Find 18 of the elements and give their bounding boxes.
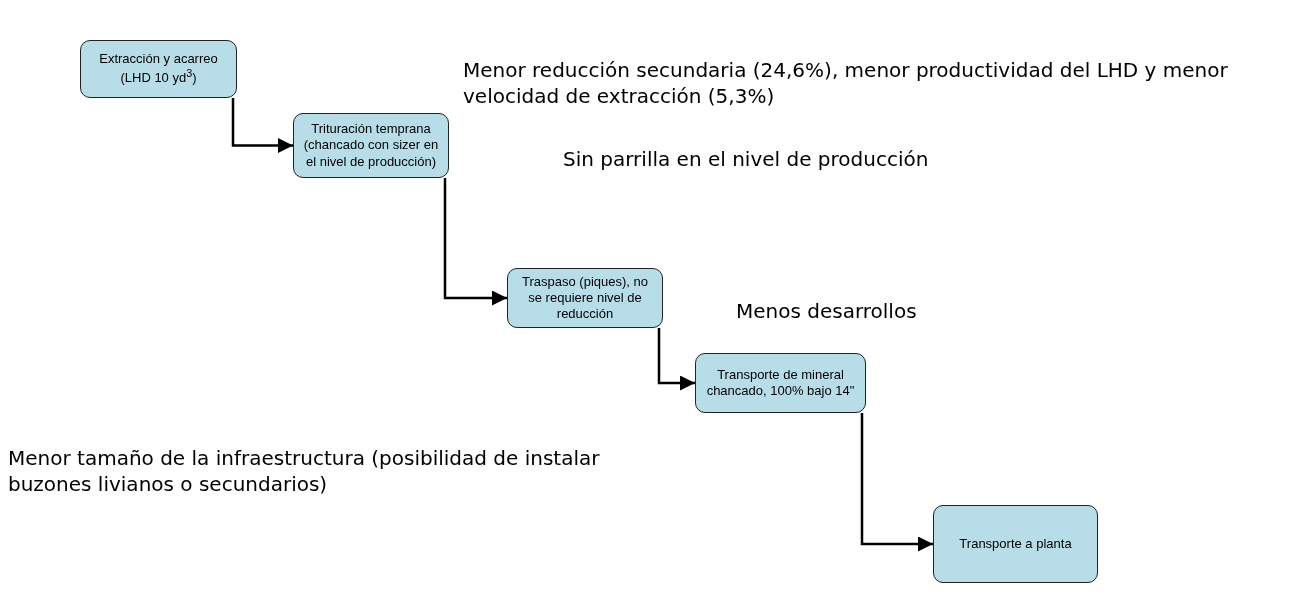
process-box (293, 113, 449, 178)
box-text: Extracción y acarreo (LHD 10 yd$^{3}$) (98, 51, 219, 87)
note-text: Menor reducción secundaria (24,6%), menor productividad del LHD y menor velocidad de extracción (5,3%) (463, 57, 1229, 109)
box-text: Trituración temprana (chancado con sizer en el nivel de producción) (302, 121, 440, 170)
elbow-arrow (657, 328, 695, 391)
elbow-arrow (231, 98, 293, 153)
box-text: Transporte de mineral chancado, 100% bajo 14" (705, 366, 856, 400)
elbow-arrow (860, 413, 933, 552)
process-box (80, 40, 237, 98)
process-box (933, 505, 1098, 583)
process-box (695, 353, 866, 413)
elbow-arrow (443, 178, 507, 306)
box-text: Traspaso (piques), no se requiere nivel de reducción (521, 273, 649, 323)
process-box (507, 268, 663, 328)
note-text: Menos desarrollos (736, 298, 918, 324)
note-text: Menor tamaño de la infraestructura (posibilidad de instalar buzones livianos o secundarios) (8, 445, 601, 497)
box-text: Transporte a planta (959, 535, 1072, 553)
note-text: Sin parrilla en el nivel de producción (563, 146, 930, 172)
